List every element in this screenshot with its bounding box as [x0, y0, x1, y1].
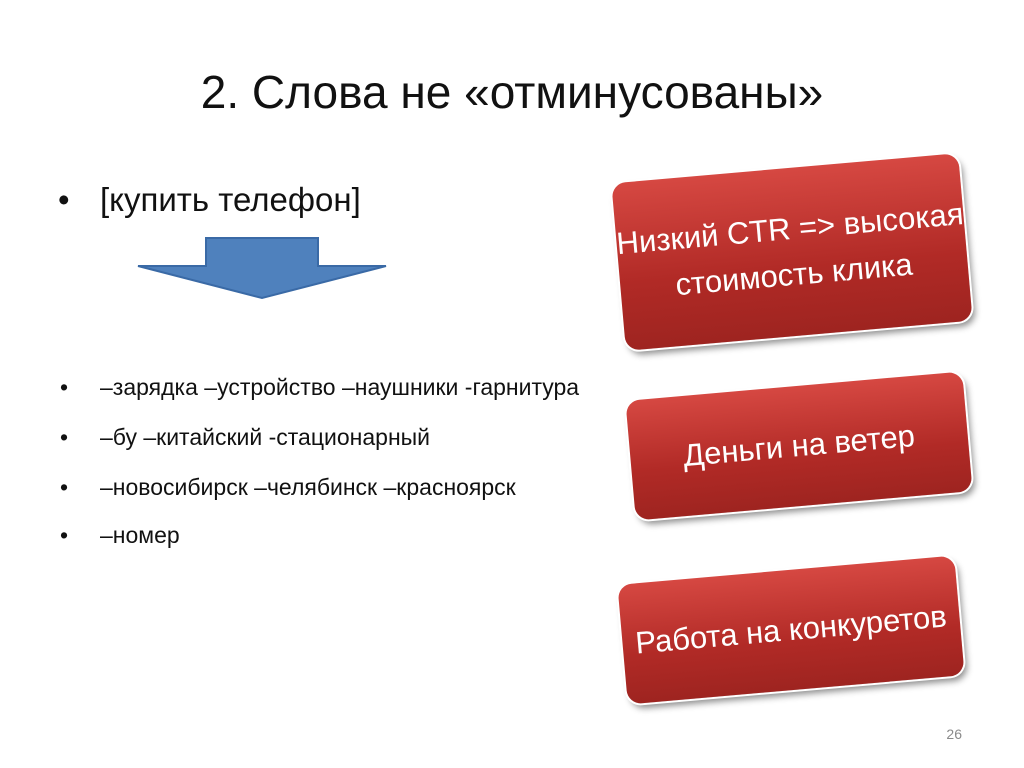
bullet-dot: •	[60, 424, 69, 450]
down-arrow-icon	[137, 237, 387, 300]
sub-bullet: • –зарядка –устройство –наушники -гарнит…	[60, 371, 579, 403]
sub-bullet-text: –бу –китайский -стационарный	[100, 424, 431, 450]
sub-bullet-text: –номер	[100, 522, 180, 548]
sub-bullet-text: –новосибирск –челябинск –красноярск	[100, 474, 516, 500]
sub-bullet: • –номер	[60, 519, 180, 551]
main-bullet: • [купить телефон]	[58, 178, 361, 222]
bullet-dot: •	[60, 374, 69, 400]
sub-bullet: • –новосибирск –челябинск –красноярск	[60, 471, 516, 503]
sub-bullet-text: –зарядка –устройство –наушники -гарнитур…	[100, 374, 580, 400]
bullet-dot: •	[60, 474, 69, 500]
bullet-dot: •	[58, 181, 70, 218]
callout-text: Работа на конкуретов	[633, 598, 948, 661]
callout-low-ctr: Низкий CTR => высокая стоимость клика	[611, 153, 973, 351]
callout-money-wasted: Деньги на ветер	[625, 371, 973, 521]
callout-competitors: Работа на конкуретов	[617, 555, 965, 705]
callout-text: Низкий CTR => высокая стоимость клика	[615, 195, 965, 303]
main-bullet-text: [купить телефон]	[100, 181, 361, 218]
sub-bullet: • –бу –китайский -стационарный	[60, 421, 430, 453]
bullet-dot: •	[60, 522, 69, 548]
page-number: 26	[946, 726, 962, 742]
callout-text: Деньги на ветер	[681, 417, 917, 474]
slide-title: 2. Слова не «отминусованы»	[200, 66, 824, 118]
